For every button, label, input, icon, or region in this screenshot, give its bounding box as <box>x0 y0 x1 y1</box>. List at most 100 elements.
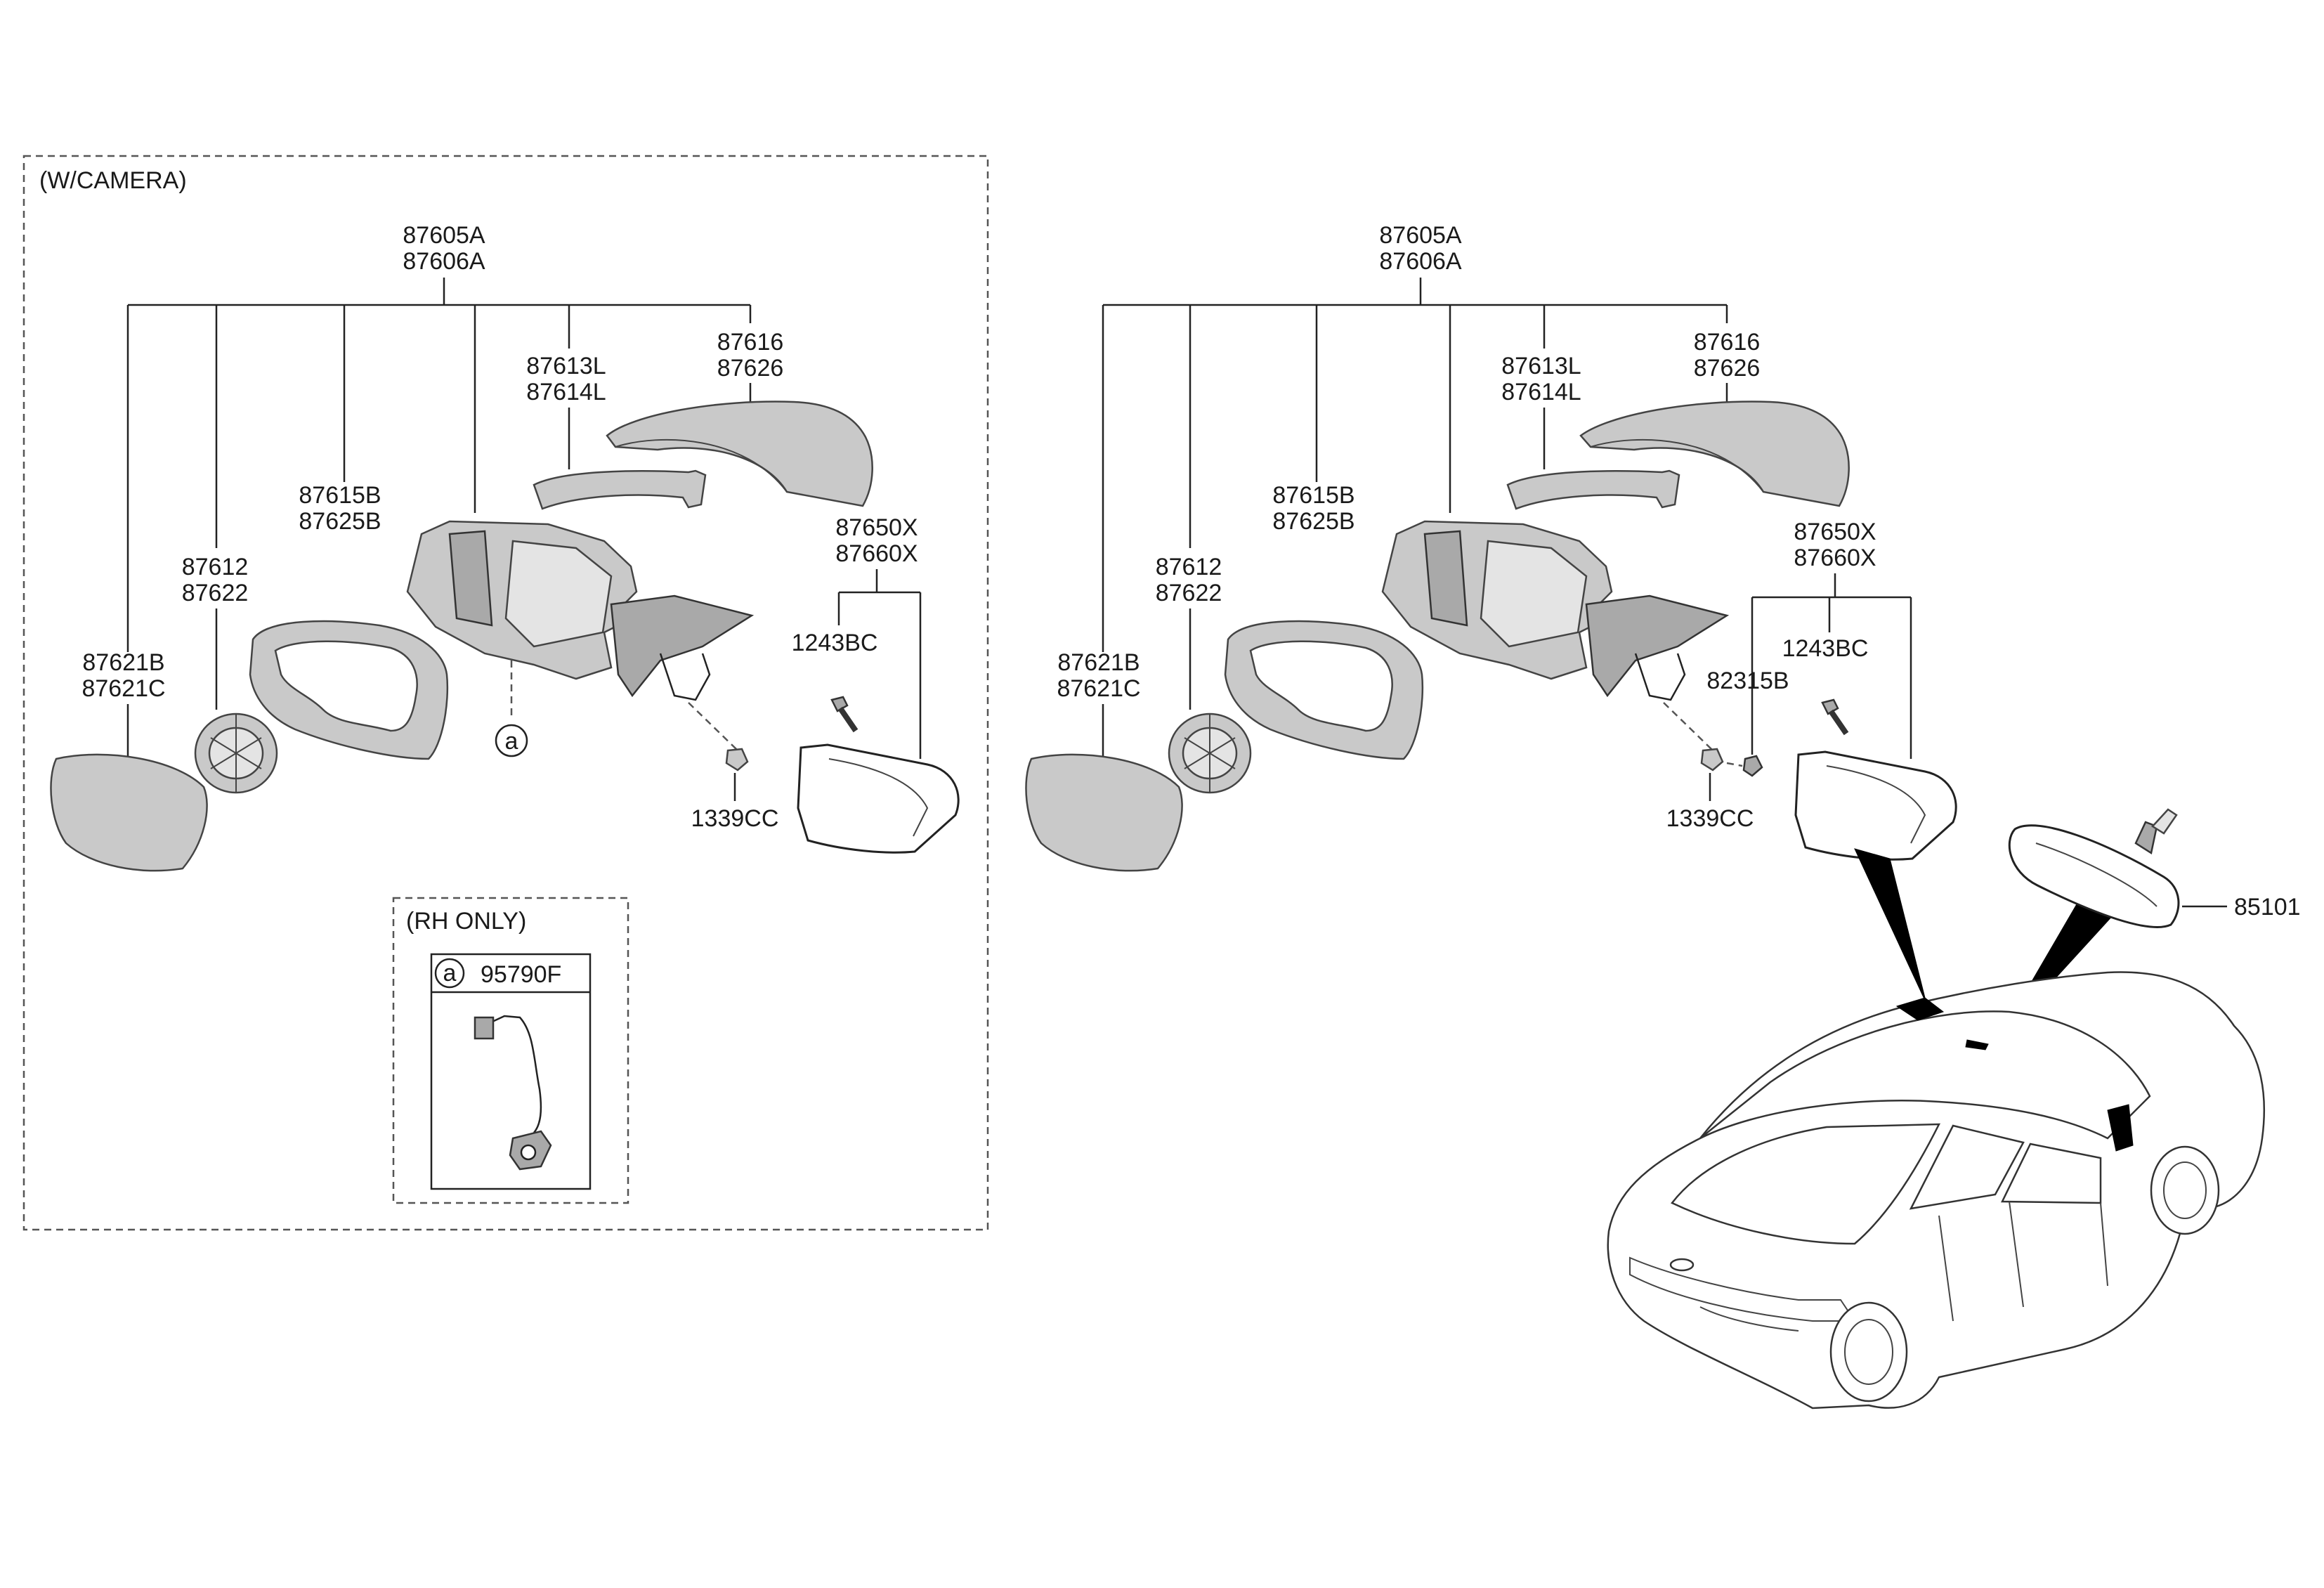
car-roof <box>1699 1010 2151 1140</box>
housing-stem <box>659 653 711 701</box>
car-door-lines <box>1938 1201 2108 1322</box>
mirror-cover-shape <box>606 401 873 507</box>
mirror-cover-edge <box>615 438 788 493</box>
r-label-87660X: 87660X <box>1794 545 1876 571</box>
r-housing-frame-left <box>1423 530 1468 627</box>
car-rear-wheel <box>1829 1301 1908 1402</box>
r-housing-ring-inner <box>1249 640 1393 732</box>
housing-frame-left <box>448 530 493 627</box>
rh-only-title: (RH ONLY) <box>406 908 526 935</box>
r-mirror-glass-shape <box>1025 753 1183 872</box>
cover-trim-edge <box>828 758 929 837</box>
r-label-1243BC: 1243BC <box>1782 635 1869 662</box>
screw-head <box>830 696 849 712</box>
r-housing-axis <box>1663 702 1713 751</box>
r-label-87613L: 87613L <box>1501 353 1581 379</box>
r-nut-shape <box>1700 748 1724 772</box>
r-mirror-cover-edge <box>1590 438 1764 493</box>
car-side-window-rear <box>1909 1124 2025 1210</box>
camera-connector <box>474 1016 495 1040</box>
inside-mirror-shape <box>2008 824 2180 928</box>
label-87621C: 87621C <box>81 675 165 702</box>
r-side-repeater-shape <box>1506 469 1680 510</box>
car-roof-antenna <box>1895 997 1945 1021</box>
label-87621B: 87621B <box>82 649 164 676</box>
car-badge <box>1669 1258 1695 1272</box>
screw-shaft <box>837 706 859 733</box>
r-label-87626: 87626 <box>1694 355 1761 382</box>
label-87614L: 87614L <box>526 379 606 405</box>
car-front-wheel-rim <box>2163 1161 2207 1219</box>
car-front-wheel <box>2150 1145 2220 1235</box>
r-label-1339CC: 1339CC <box>1666 805 1754 832</box>
r-label-87622: 87622 <box>1156 580 1222 606</box>
label-87625B: 87625B <box>299 508 381 535</box>
callout-circle <box>495 724 528 757</box>
actuator-ribs <box>210 714 262 793</box>
inside-mirror-inner <box>2035 842 2157 907</box>
label-87615B: 87615B <box>299 482 381 509</box>
label-87612: 87612 <box>182 554 249 580</box>
car-bumper-line <box>1699 1306 1799 1332</box>
rh-callout-a: a <box>443 960 457 987</box>
r-clip-shape <box>1742 755 1763 777</box>
car-rear-window <box>1671 1123 1941 1245</box>
pointer-outside-mirror <box>1854 848 1927 1004</box>
car-inside-mirror-spot <box>1965 1039 1989 1050</box>
label-87606A: 87606A <box>403 248 485 275</box>
camera-variant-frame <box>22 155 989 1231</box>
label-95790F: 95790F <box>481 961 561 988</box>
r-screw-head <box>1821 698 1839 715</box>
label-87650X: 87650X <box>835 514 918 541</box>
housing-frame-inner <box>504 540 613 648</box>
inside-mirror-group: 85101 <box>2008 808 2301 928</box>
inside-mirror-stem <box>2151 808 2178 835</box>
r-clip-dash <box>1726 762 1743 767</box>
r-label-87621B: 87621B <box>1057 649 1140 676</box>
r-label-87606A: 87606A <box>1379 248 1462 275</box>
label-87616: 87616 <box>717 329 784 356</box>
vehicle-illustration <box>1607 971 2266 1410</box>
car-rear-wheel-rim <box>1844 1319 1893 1385</box>
r-label-87650X: 87650X <box>1794 519 1876 545</box>
label-87660X: 87660X <box>835 540 918 567</box>
car-trunk-line <box>1629 1256 1856 1322</box>
r-label-82315B: 82315B <box>1706 668 1789 694</box>
label-87622: 87622 <box>182 580 249 606</box>
rh-callout-circle <box>434 958 465 989</box>
camera-variant-group: (W/CAMERA) 87605A 87606A 87616 87626 876… <box>22 155 989 1231</box>
r-screw-shaft <box>1828 709 1849 736</box>
camera-variant-title: (W/CAMERA) <box>39 167 187 194</box>
label-87626: 87626 <box>717 355 784 382</box>
r-label-87614L: 87614L <box>1501 379 1581 405</box>
r-label-87625B: 87625B <box>1272 508 1354 535</box>
standard-variant-group: 87605A 87606A 87616 87626 87613L 87614L … <box>1025 222 2115 1045</box>
nut-shape <box>725 748 749 772</box>
rh-only-frame <box>392 897 629 1204</box>
r-label-87616: 87616 <box>1694 329 1761 356</box>
r-label-87605A: 87605A <box>1379 222 1462 249</box>
r-label-87621C: 87621C <box>1057 675 1140 702</box>
cover-trim-shape <box>797 743 960 854</box>
r-cover-trim-edge <box>1826 765 1926 844</box>
r-cover-trim-shape <box>1794 750 1957 861</box>
r-label-87615B: 87615B <box>1272 482 1354 509</box>
r-housing-frame-inner <box>1480 540 1588 648</box>
mirror-glass-shape <box>50 753 208 872</box>
camera-lens <box>520 1144 537 1161</box>
label-87605A: 87605A <box>403 222 485 249</box>
callout-a: a <box>505 728 518 755</box>
rh-only-table <box>430 953 592 1190</box>
r-housing-bracket <box>1585 594 1730 698</box>
label-87613L: 87613L <box>526 353 606 379</box>
side-repeater-shape <box>533 469 707 510</box>
r-label-87612: 87612 <box>1156 554 1222 580</box>
housing-bracket <box>610 594 755 698</box>
housing-axis <box>688 702 738 751</box>
label-1339CC: 1339CC <box>691 805 779 832</box>
r-housing-stem <box>1634 653 1686 701</box>
rh-only-group: (RH ONLY) a 95790F <box>392 897 629 1204</box>
label-1243BC: 1243BC <box>792 630 878 656</box>
housing-ring-inner <box>274 640 418 732</box>
